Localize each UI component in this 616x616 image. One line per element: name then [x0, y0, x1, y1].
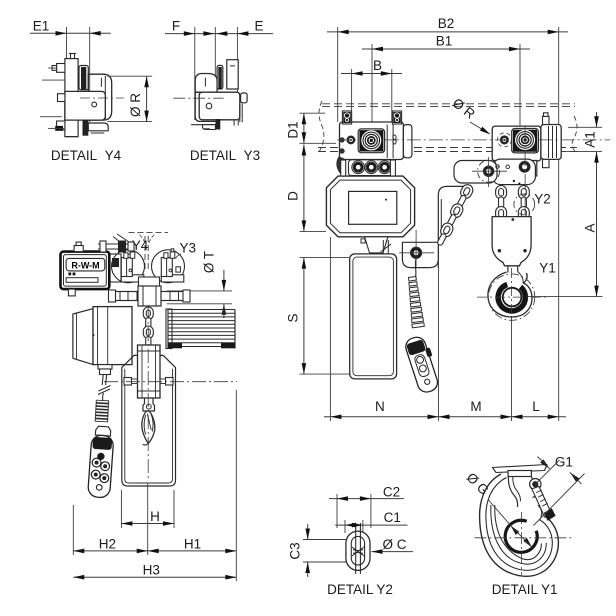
svg-text:R-W-M: R-W-M: [71, 260, 99, 270]
svg-text:C1: C1: [384, 510, 401, 525]
svg-text:Ø R: Ø R: [128, 93, 143, 117]
svg-text:D1: D1: [286, 121, 301, 138]
svg-text:Ø T: Ø T: [202, 251, 217, 273]
svg-text:H2: H2: [99, 536, 116, 551]
svg-text:A: A: [583, 223, 598, 232]
svg-text:S: S: [286, 313, 301, 322]
svg-text:B2: B2: [438, 16, 455, 31]
svg-text:Y4: Y4: [132, 238, 149, 253]
svg-text:Y1: Y1: [539, 261, 556, 276]
svg-text:H3: H3: [143, 563, 160, 578]
svg-text:B1: B1: [436, 34, 453, 49]
svg-text:Y2: Y2: [534, 192, 551, 207]
svg-text:C2: C2: [383, 484, 400, 499]
svg-text:L: L: [532, 399, 540, 414]
svg-text:H: H: [150, 509, 160, 524]
svg-text:DETAIL Y4: DETAIL Y4: [51, 148, 122, 163]
svg-text:B: B: [373, 58, 382, 73]
svg-text:Y3: Y3: [179, 241, 196, 256]
svg-text:DETAIL Y1: DETAIL Y1: [492, 582, 558, 597]
svg-text:G1: G1: [555, 454, 573, 469]
svg-text:Ø C: Ø C: [382, 537, 406, 552]
svg-text:E1: E1: [33, 19, 50, 34]
svg-text:H1: H1: [184, 536, 201, 551]
svg-text:DETAIL Y2: DETAIL Y2: [327, 582, 393, 597]
svg-text:F: F: [172, 19, 180, 34]
svg-text:D: D: [286, 191, 301, 201]
svg-text:C3: C3: [288, 542, 303, 559]
svg-text:DETAIL Y3: DETAIL Y3: [190, 148, 260, 163]
svg-text:N: N: [375, 399, 385, 414]
svg-text:M: M: [470, 399, 481, 414]
svg-text:E: E: [254, 19, 263, 34]
